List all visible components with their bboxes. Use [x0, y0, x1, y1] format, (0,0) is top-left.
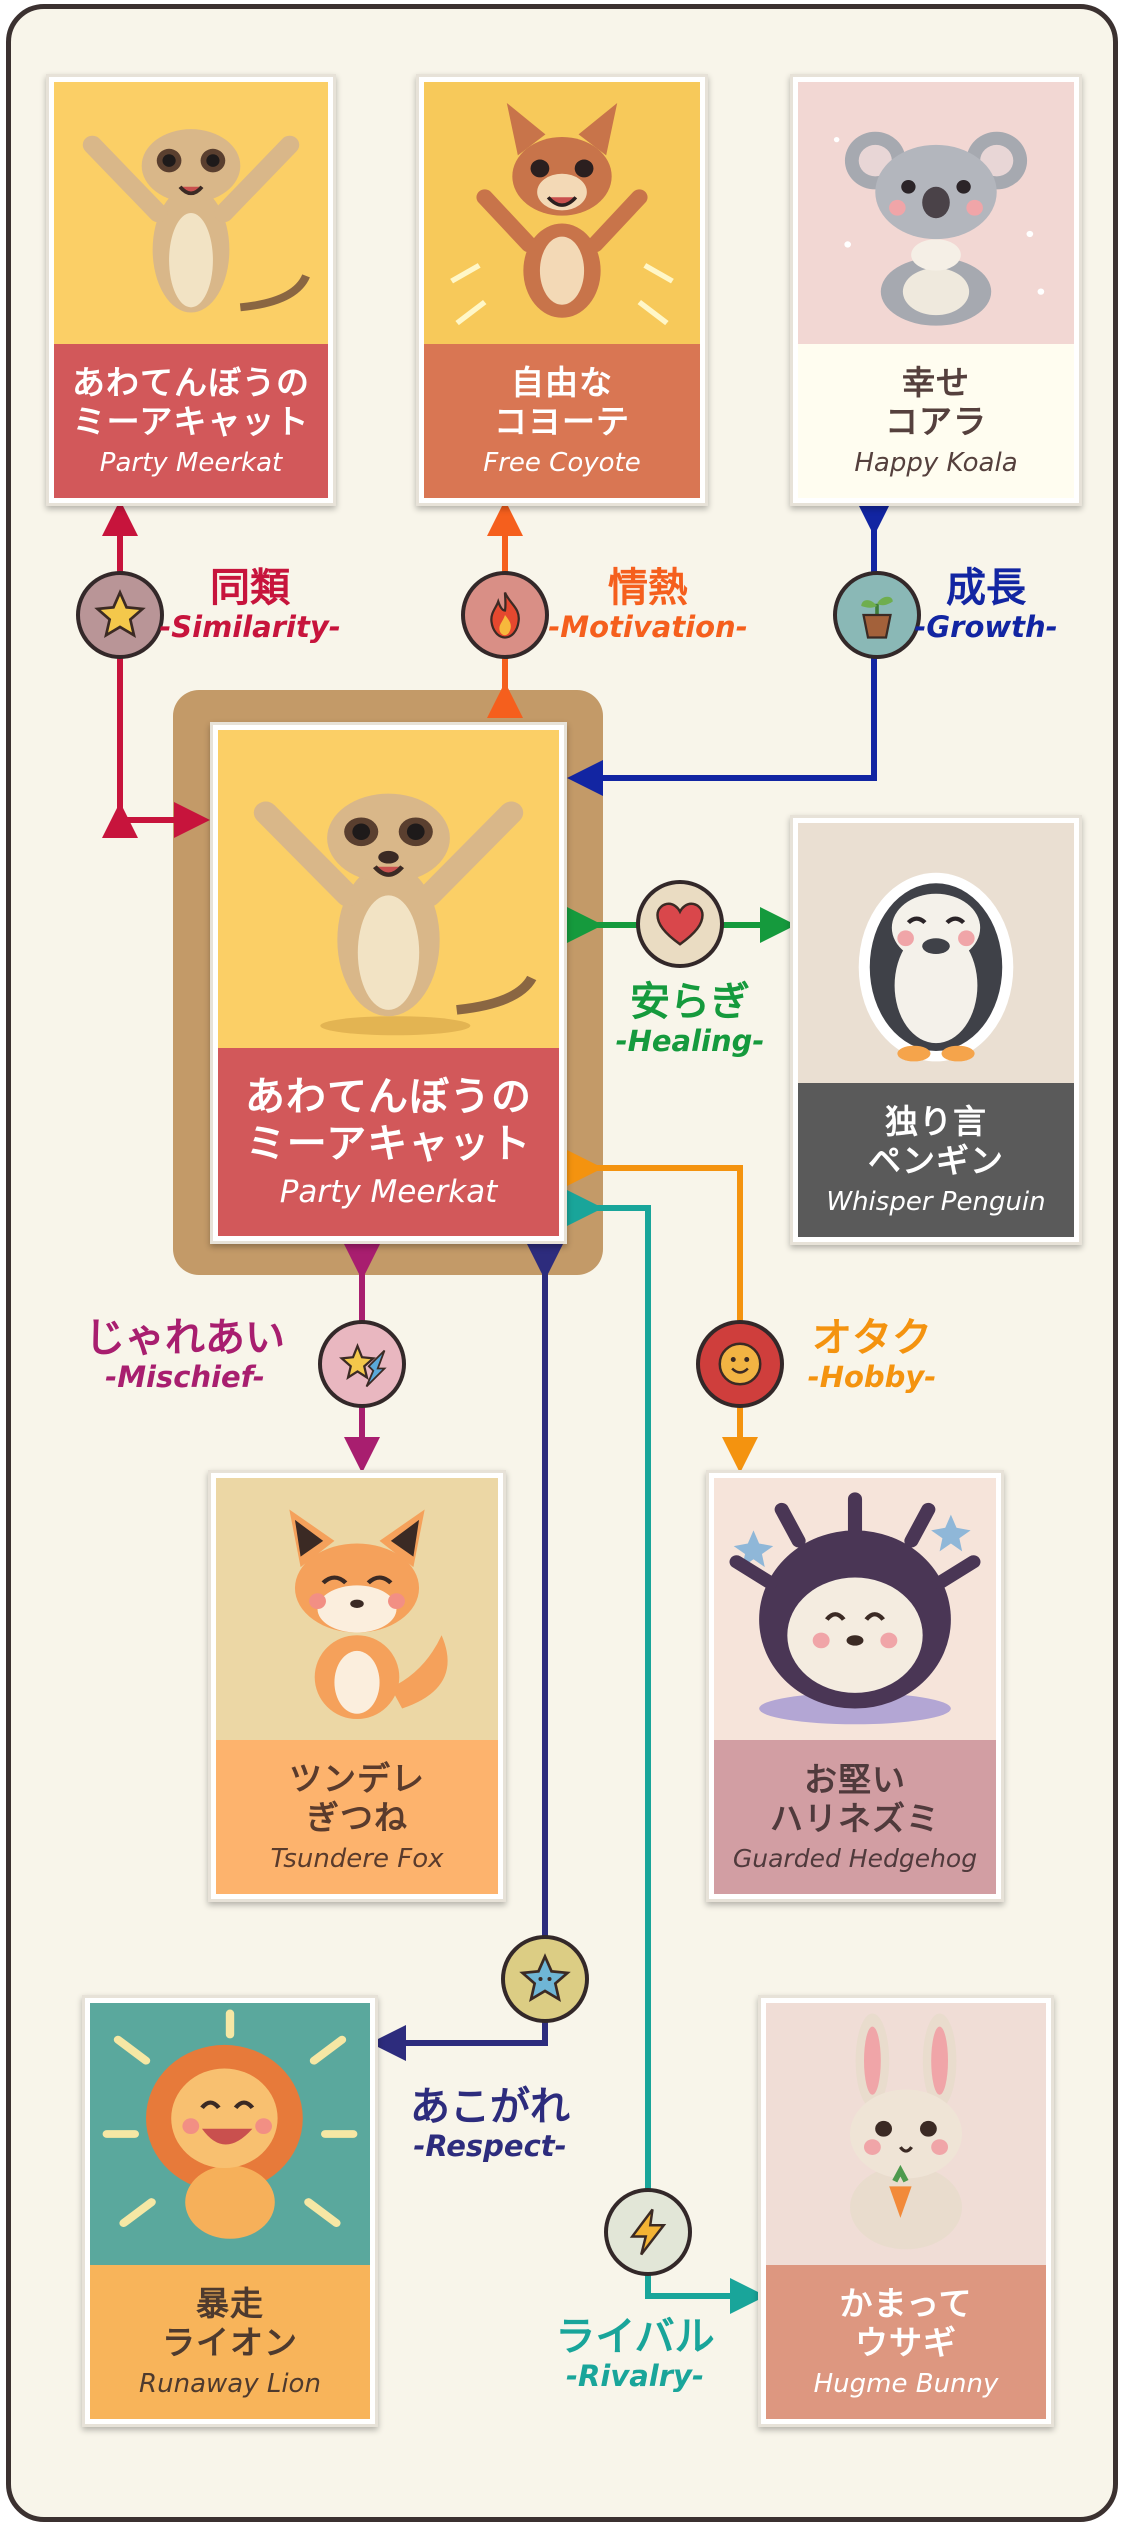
card-name-jp-line1: あわてんぼうの	[72, 363, 310, 403]
mischief-label-en: -Mischief-	[105, 1360, 265, 1394]
card-name-en: Happy Koala	[854, 447, 1018, 478]
hobby-connector	[567, 1150, 758, 1473]
card-label: お堅い ハリネズミ Guarded Hedgehog	[714, 1740, 996, 1894]
respect-badge	[501, 1935, 589, 2023]
growth-connector	[567, 500, 892, 796]
card-name-jp-line1: 独り言	[885, 1102, 987, 1142]
card-name-jp-line2: コヨーテ	[494, 402, 630, 441]
coyote-illustration-icon	[424, 82, 700, 344]
mischief-label-jp: じゃれあい	[85, 1315, 285, 1361]
motivation-label-en: -Motivation-	[548, 610, 748, 644]
hobby-label-en: -Hobby-	[807, 1360, 937, 1394]
smiley-coin-icon	[718, 1342, 762, 1386]
motivation-label-jp: 情熱	[608, 565, 688, 611]
center-label: あわてんぼうの ミーアキャット Party Meerkat	[218, 1048, 559, 1236]
rivalry-label: ライバル -Rivalry-	[520, 2315, 750, 2394]
meerkat-illustration-icon	[54, 82, 328, 344]
card-name-jp-line2: ミーアキャット	[72, 402, 310, 441]
card-penguin[interactable]: 独り言 ペンギン Whisper Penguin	[790, 815, 1082, 1245]
card-name-jp-line1: 幸せ	[902, 363, 970, 403]
similarity-label-jp: 同類	[210, 565, 290, 611]
card-fox[interactable]: ツンデレ ぎつね Tsundere Fox	[208, 1470, 506, 1902]
card-label: かまって ウサギ Hugme Bunny	[766, 2265, 1046, 2419]
center-name-jp-line1: あわてんぼうの	[245, 1073, 532, 1120]
mischief-badge	[318, 1320, 406, 1408]
star-icon	[94, 589, 146, 639]
center-name-en: Party Meerkat	[279, 1174, 498, 1211]
mischief-label: じゃれあい -Mischief-	[70, 1316, 300, 1395]
card-name-jp-line1: 自由な	[511, 363, 613, 403]
respect-connector	[370, 1244, 563, 2061]
rivalry-connector	[567, 1190, 766, 2314]
card-label: あわてんぼうの ミーアキャット Party Meerkat	[54, 344, 328, 498]
sprout-pot-icon	[861, 596, 893, 639]
rivalry-badge	[604, 2188, 692, 2276]
card-name-en: Guarded Hedgehog	[732, 1844, 978, 1874]
blue-star-icon	[519, 1953, 571, 2003]
hedgehog-illustration-icon	[714, 1478, 996, 1740]
card-coyote[interactable]: 自由な コヨーテ Free Coyote	[416, 74, 708, 506]
card-label: 暴走 ライオン Runaway Lion	[90, 2265, 370, 2419]
sparkle-star-icon	[339, 1342, 387, 1388]
healing-badge	[636, 880, 724, 968]
growth-label: 成長 -Growth-	[906, 566, 1066, 645]
lightning-icon	[629, 2208, 667, 2256]
penguin-illustration-icon	[798, 823, 1074, 1085]
hobby-label: オタク -Hobby-	[782, 1316, 962, 1395]
card-name-en: Whisper Penguin	[826, 1186, 1046, 1217]
heart-icon	[656, 902, 704, 946]
motivation-badge	[461, 571, 549, 659]
card-name-en: Runaway Lion	[139, 2368, 321, 2399]
card-bunny[interactable]: かまって ウサギ Hugme Bunny	[758, 1995, 1054, 2427]
growth-badge	[833, 571, 921, 659]
respect-label-en: -Respect-	[413, 2129, 567, 2163]
bunny-illustration-icon	[766, 2003, 1046, 2265]
healing-label: 安らぎ -Healing-	[580, 980, 800, 1059]
card-name-jp-line1: お堅い	[804, 1759, 906, 1799]
fox-illustration-icon	[216, 1478, 498, 1740]
center-name-jp-line2: ミーアキャット	[245, 1121, 532, 1167]
card-name-jp-line1: 暴走	[196, 2284, 264, 2324]
card-name-jp-line1: ツンデレ	[289, 1759, 425, 1799]
similarity-badge	[76, 571, 164, 659]
hobby-badge	[696, 1320, 784, 1408]
card-name-jp-line2: ぎつね	[306, 1798, 408, 1837]
respect-label-jp: あこがれ	[410, 2084, 570, 2130]
card-label: 自由な コヨーテ Free Coyote	[424, 344, 700, 498]
card-meerkat[interactable]: あわてんぼうの ミーアキャット Party Meerkat	[46, 74, 336, 506]
card-name-jp-line2: ライオン	[162, 2323, 298, 2362]
card-label: ツンデレ ぎつね Tsundere Fox	[216, 1740, 498, 1894]
healing-label-en: -Healing-	[615, 1024, 765, 1058]
lion-illustration-icon	[90, 2003, 370, 2265]
card-name-jp-line2: ペンギン	[868, 1141, 1004, 1180]
card-hedgehog[interactable]: お堅い ハリネズミ Guarded Hedgehog	[706, 1470, 1004, 1902]
card-name-jp-line2: コアラ	[885, 402, 987, 441]
flame-icon	[490, 592, 520, 639]
hobby-label-jp: オタク	[812, 1315, 932, 1361]
rivalry-label-jp: ライバル	[555, 2314, 715, 2360]
similarity-label-en: -Similarity-	[159, 610, 341, 644]
respect-label: あこがれ -Respect-	[380, 2085, 600, 2164]
growth-label-jp: 成長	[946, 565, 1026, 611]
card-label: 独り言 ペンギン Whisper Penguin	[798, 1083, 1074, 1237]
card-name-en: Hugme Bunny	[813, 2368, 999, 2399]
koala-illustration-icon	[798, 82, 1074, 344]
healing-label-jp: 安らぎ	[630, 979, 750, 1025]
card-lion[interactable]: 暴走 ライオン Runaway Lion	[82, 1995, 378, 2427]
center-card-meerkat[interactable]: あわてんぼうの ミーアキャット Party Meerkat	[210, 722, 567, 1244]
card-koala[interactable]: 幸せ コアラ Happy Koala	[790, 74, 1082, 506]
motivation-label: 情熱 -Motivation-	[538, 566, 758, 645]
similarity-label: 同類 -Similarity-	[150, 566, 350, 645]
card-name-jp-line2: ウサギ	[855, 2323, 957, 2362]
card-name-jp-line2: ハリネズミ	[770, 1798, 940, 1838]
growth-label-en: -Growth-	[914, 610, 1058, 644]
card-name-jp-line1: かまって	[839, 2284, 973, 2324]
card-name-en: Party Meerkat	[99, 447, 283, 478]
meerkat-illustration-icon	[218, 730, 559, 1048]
card-label: 幸せ コアラ Happy Koala	[798, 344, 1074, 498]
card-name-en: Tsundere Fox	[270, 1843, 444, 1874]
rivalry-label-en: -Rivalry-	[566, 2359, 704, 2393]
card-name-en: Free Coyote	[483, 447, 641, 478]
